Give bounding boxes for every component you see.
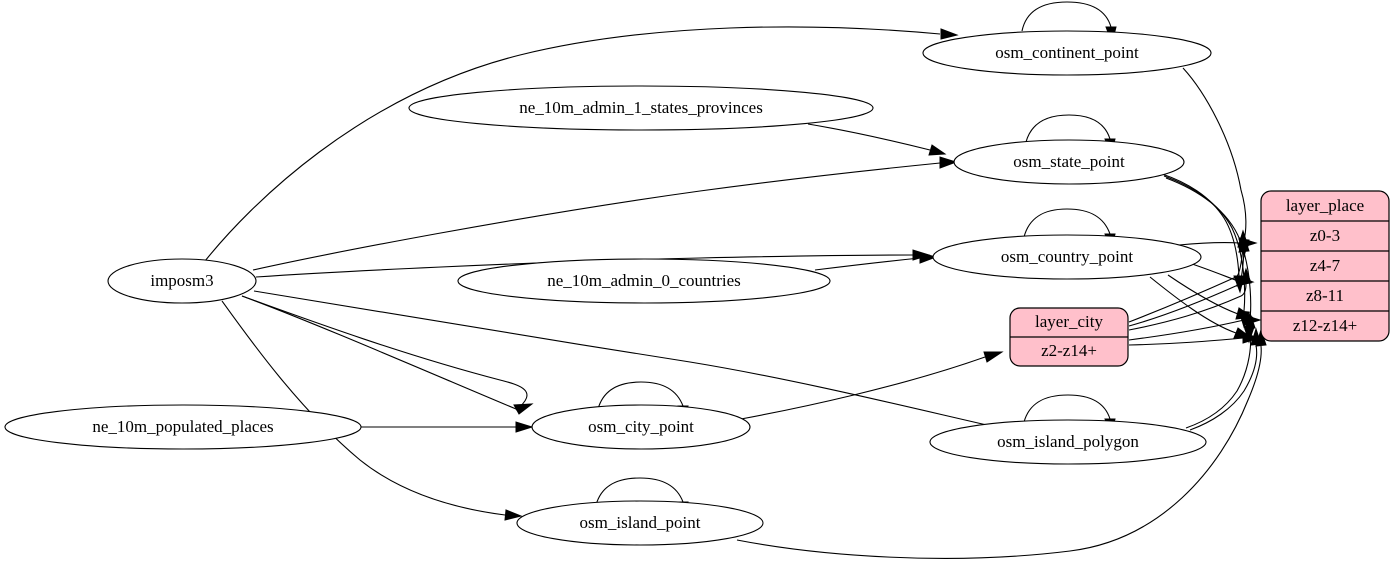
selfloop-osm_state_point [1025, 114, 1111, 143]
edge-osm_country_point-layer_place-z8_11 [1167, 274, 1239, 315]
edge-osm_island_point-layer_place-z12_z14 [736, 345, 1262, 559]
selfloop-osm_city_point [597, 381, 684, 410]
node-osm_city_point-label: osm_city_point [588, 417, 694, 436]
edge-layer_city-layer_place-z4_7 [1128, 283, 1247, 331]
edge-imposm3-osm_continent_point [204, 26, 941, 262]
edge-layer [204, 1, 1267, 559]
edge-layer_city-layer_place-z0_3b [1128, 251, 1245, 327]
edge-layer_city-layer_place-z0_3 [1128, 246, 1244, 323]
node-ne_10m_admin_0_countries[interactable]: ne_10m_admin_0_countries [457, 258, 831, 304]
node-imposm3[interactable]: imposm3 [107, 258, 257, 304]
node-osm_city_point[interactable]: osm_city_point [531, 404, 751, 450]
node-ne_10m_admin_1_states_provinces[interactable]: ne_10m_admin_1_states_provinces [408, 85, 874, 131]
selfloop-osm_island_polygon [1023, 394, 1111, 423]
layer_place-header: layer_place [1286, 196, 1364, 215]
edge-imposm3-osm_state_point [252, 162, 941, 271]
node-osm_country_point[interactable]: osm_country_point [932, 234, 1202, 280]
layer_place-row-z8-11[interactable]: z8-11 [1306, 286, 1344, 305]
node-imposm3-label: imposm3 [150, 271, 213, 290]
node-ne_10m_populated_places[interactable]: ne_10m_populated_places [4, 404, 362, 450]
node-osm_state_point[interactable]: osm_state_point [953, 139, 1185, 185]
selfloop-osm_continent_point [1021, 1, 1112, 32]
edge-osm_state_point-layer_place-z4_7 [1161, 173, 1240, 277]
layer_place-row-z4-7[interactable]: z4-7 [1310, 256, 1341, 275]
node-osm_continent_point-label: osm_continent_point [995, 43, 1139, 62]
edge-imposm3-osm_island_point [221, 300, 506, 516]
edge-ne_states-osm_state_point [807, 123, 931, 151]
edge-imposm3-osm_island_polygon [253, 290, 1001, 429]
layer_city-header: layer_city [1035, 312, 1103, 331]
node-osm_island_polygon[interactable]: osm_island_polygon [929, 419, 1207, 465]
node-osm_state_point-label: osm_state_point [1013, 152, 1125, 171]
edge-osm_country_point-layer_place-z0_3 [1178, 242, 1241, 246]
node-ne_places-label: ne_10m_populated_places [92, 417, 273, 436]
edge-layer_city-layer_place-z8_11 [1128, 319, 1245, 341]
selfloop-osm_country_point [1023, 208, 1111, 238]
node-osm_island_polygon-label: osm_island_polygon [997, 432, 1139, 451]
edge-layer_city-layer_place-z12_z14 [1128, 337, 1244, 346]
node-layer_city[interactable]: layer_city z2-z14+ [1009, 307, 1129, 367]
edge-osm_state_point-layer_place-z8_11 [1163, 175, 1246, 312]
edge-osm_island_polygon-layer_place-z8_11 [1185, 328, 1252, 429]
edge-imposm3-osm_city_point-seg [241, 295, 517, 410]
edge-osm_continent_point-layer_place-z0_3 [1182, 67, 1247, 241]
node-layer: imposm3 ne_10m_admin_1_states_provinces … [4, 30, 1212, 546]
node-ne_states-label: ne_10m_admin_1_states_provinces [519, 98, 763, 117]
node-osm_island_point[interactable]: osm_island_point [516, 500, 764, 546]
edge-ne_countries-osm_country_point [814, 257, 921, 271]
node-osm_island_point-label: osm_island_point [580, 513, 701, 532]
edge-imposm3-osm_city_point [241, 295, 528, 411]
edge-osm_island_polygon-layer_place-z12_z14 [1189, 344, 1258, 431]
node-osm_country_point-label: osm_country_point [1001, 247, 1133, 266]
node-osm_continent_point[interactable]: osm_continent_point [922, 30, 1212, 76]
layer_place-row-z0-3[interactable]: z0-3 [1310, 226, 1340, 245]
selfloop-osm_island_point [595, 477, 684, 506]
layer_city-row-z2-z14[interactable]: z2-z14+ [1041, 341, 1097, 360]
layer_place-row-z12-z14[interactable]: z12-z14+ [1293, 316, 1357, 335]
edge-osm_city_point-layer_city [740, 356, 986, 420]
edge-osm_country_point-layer_place-z12_z14 [1149, 276, 1237, 334]
node-ne_countries-label: ne_10m_admin_0_countries [547, 271, 741, 290]
node-layer_place[interactable]: layer_place z0-3 z4-7 z8-11 z12-z14+ [1260, 190, 1390, 342]
